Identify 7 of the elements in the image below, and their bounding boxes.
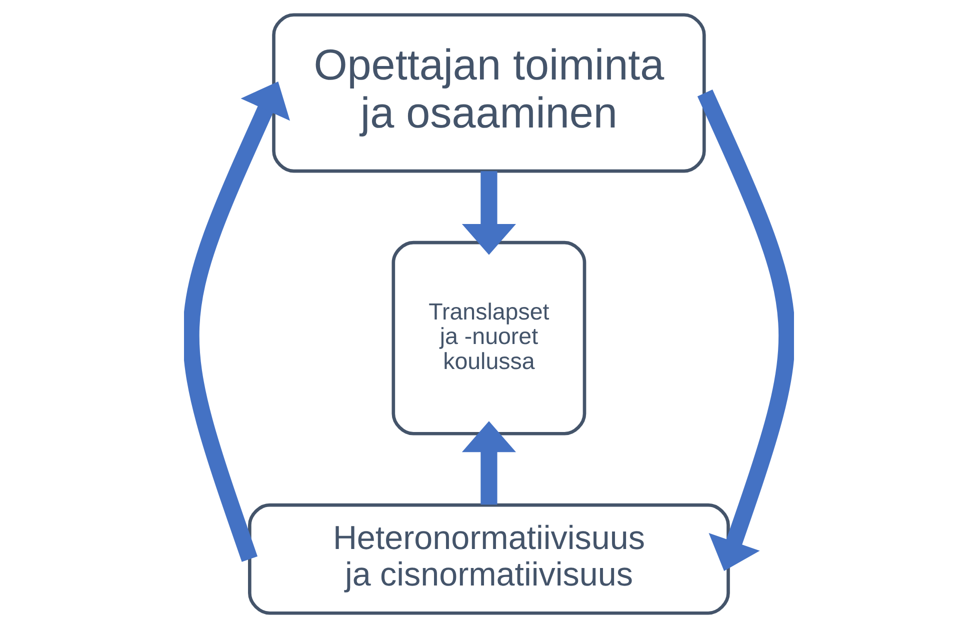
arrow <box>697 90 794 572</box>
arrow <box>184 82 290 562</box>
node-box: Translapset ja -nuoret koulussa <box>392 240 586 436</box>
node-box: Heteronormatiivisuus ja cisnormatiivisuus <box>248 503 730 615</box>
arrow <box>462 171 516 255</box>
node-box: Opettajan toiminta ja osaaminen <box>272 13 706 173</box>
arrow <box>462 421 516 505</box>
